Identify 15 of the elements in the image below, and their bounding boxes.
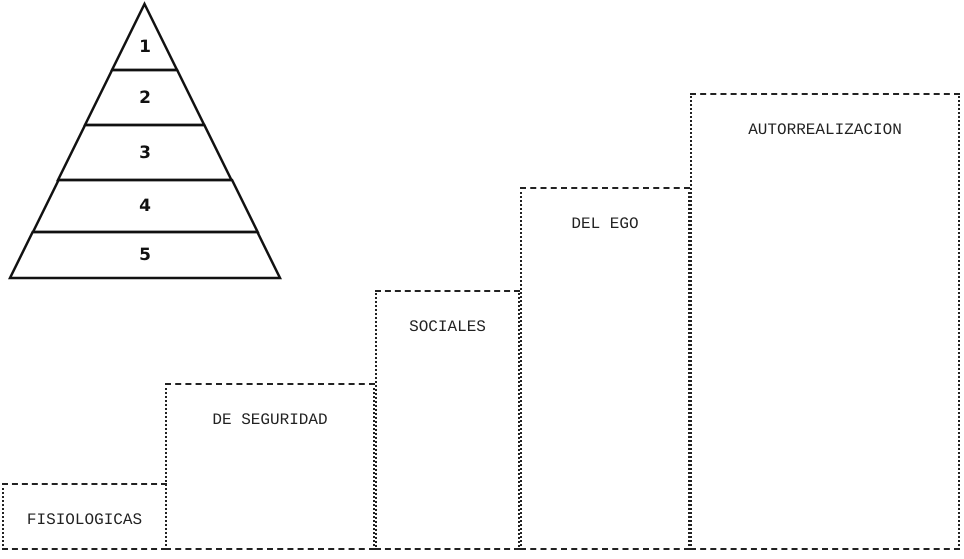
level-number: 1	[139, 36, 151, 57]
step-label: SOCIALES	[408, 318, 487, 336]
level-number: 4	[139, 196, 151, 216]
step-box	[2, 483, 167, 550]
level-number: 5	[139, 245, 151, 265]
step-box	[375, 290, 520, 550]
step-label: FISIOLOGICAS	[26, 511, 144, 529]
step-label: AUTORREALIZACION	[747, 121, 903, 139]
level-number: 3	[139, 142, 151, 162]
step-label: DEL EGO	[570, 215, 640, 233]
level-number: 2	[139, 88, 151, 108]
step-box	[165, 383, 375, 550]
step-box	[520, 187, 690, 550]
step-label: DE SEGURIDAD	[211, 411, 329, 429]
step-box	[690, 93, 960, 550]
